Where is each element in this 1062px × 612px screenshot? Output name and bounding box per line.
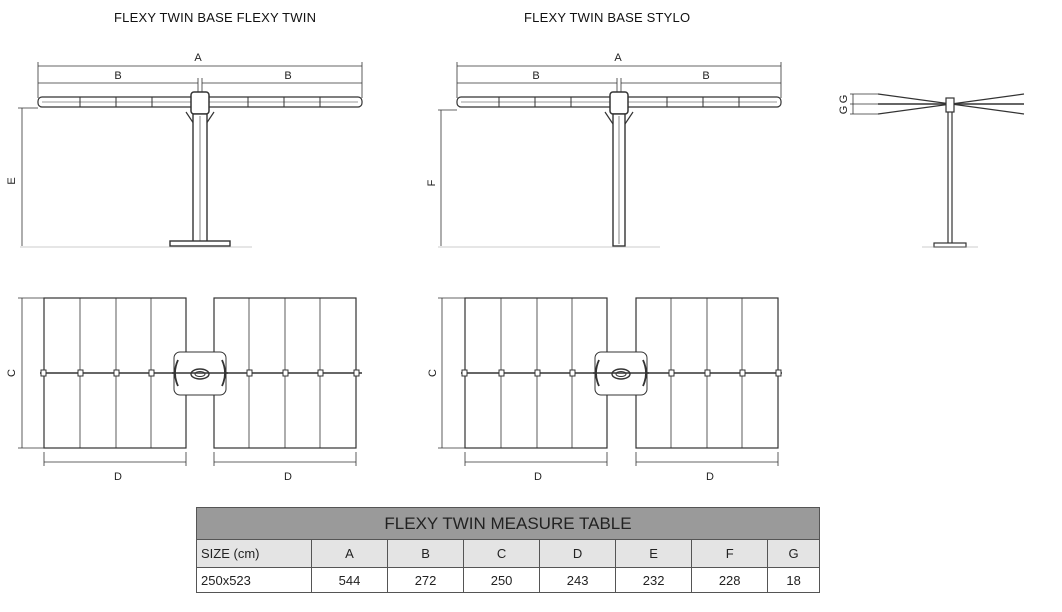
- middle-plan-view: [438, 297, 782, 466]
- left-elevation-view: [18, 62, 363, 248]
- cell-e: 232: [615, 567, 693, 593]
- measure-table-title: FLEXY TWIN MEASURE TABLE: [196, 507, 820, 540]
- column-header-c: C: [463, 539, 541, 568]
- dim-label-b-middle-2: B: [702, 70, 709, 82]
- cell-d: 243: [539, 567, 617, 593]
- dim-label-d-left-1: D: [114, 471, 122, 483]
- dim-label-d-middle-2: D: [706, 471, 714, 483]
- left-plan-view: [18, 297, 362, 466]
- column-header-b: B: [387, 539, 465, 568]
- cell-size: 250x523: [196, 567, 312, 593]
- cell-a: 544: [310, 567, 389, 593]
- title-flexy-twin-base-stylo: FLEXY TWIN BASE STYLO: [524, 10, 691, 25]
- middle-plan-joints: [461, 369, 782, 377]
- cell-f: 228: [691, 567, 769, 593]
- dim-label-a-middle: A: [614, 52, 622, 64]
- measure-table-title-row: FLEXY TWIN MEASURE TABLE: [196, 507, 820, 540]
- dim-label-b-left-2: B: [284, 70, 291, 82]
- dim-label-e: E: [6, 177, 18, 184]
- title-flexy-twin-base-flexy-twin: FLEXY TWIN BASE FLEXY TWIN: [114, 10, 317, 25]
- cell-c: 250: [463, 567, 541, 593]
- left-plan-joints: [40, 369, 360, 377]
- dim-label-g-1: G: [838, 95, 850, 104]
- column-header-d: D: [539, 539, 617, 568]
- column-header-a: A: [310, 539, 389, 568]
- dim-label-c-middle: C: [427, 369, 439, 377]
- cell-b: 272: [387, 567, 465, 593]
- dim-label-d-middle-1: D: [534, 471, 542, 483]
- column-header-size: SIZE (cm): [196, 539, 312, 568]
- column-header-g: G: [767, 539, 820, 568]
- measure-table-header-row: SIZE (cm) A B C D E F G: [196, 539, 820, 568]
- middle-elevation-view: [438, 62, 782, 248]
- right-side-view: [850, 93, 1025, 248]
- column-header-e: E: [615, 539, 693, 568]
- dim-label-a-left: A: [194, 52, 202, 64]
- dim-label-c-left: C: [6, 369, 18, 377]
- dim-label-f: F: [426, 179, 438, 186]
- column-header-f: F: [691, 539, 769, 568]
- measure-table: FLEXY TWIN MEASURE TABLE SIZE (cm) A B C…: [196, 507, 820, 593]
- dim-label-g-2: G: [838, 106, 850, 115]
- dim-label-b-left-1: B: [114, 70, 121, 82]
- dim-label-d-left-2: D: [284, 471, 292, 483]
- dim-label-b-middle-1: B: [532, 70, 539, 82]
- table-row: 250x523 544 272 250 243 232 228 18: [196, 567, 820, 593]
- cell-g: 18: [767, 567, 820, 593]
